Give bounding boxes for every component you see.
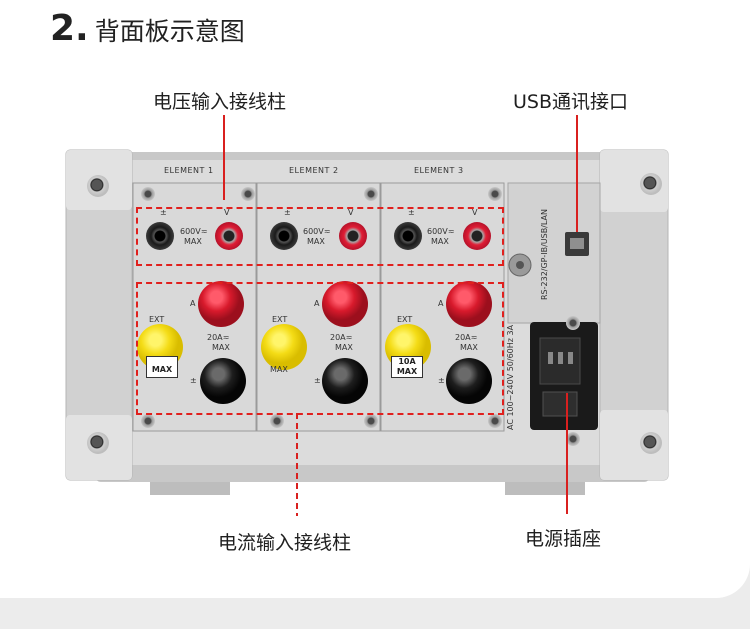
handle-screw-top-left <box>87 175 109 197</box>
usb-port-label: USB通讯接口 <box>513 91 629 113</box>
usb-callout-line <box>576 115 578 232</box>
section-number: 2. <box>50 8 89 49</box>
section-title: 2. 背面板示意图 <box>50 8 245 49</box>
e3-current-common-terminal <box>446 358 492 404</box>
e2-current-rating: 20A≂ <box>330 333 353 342</box>
voltage-terminals-label: 电压输入接线柱 <box>153 91 287 113</box>
e2-current-common-terminal <box>322 358 368 404</box>
e1-range-box: MAX <box>146 356 178 378</box>
e3-voltage-rating: 600V≂ <box>427 227 455 236</box>
e2-current-terminal <box>322 281 368 327</box>
right-handle-top <box>600 150 668 212</box>
right-handle-bottom <box>600 410 668 480</box>
e2-max-mark: MAX <box>270 365 288 374</box>
e2-ext-terminal <box>261 324 307 370</box>
module-bolt <box>241 187 255 201</box>
e2-voltage-max: MAX <box>307 237 325 246</box>
e1-common-mark: ± <box>160 208 167 217</box>
module-bolt <box>488 187 502 201</box>
power-callout-line <box>566 393 568 514</box>
e3-current-terminal <box>446 281 492 327</box>
current-terminals-label: 电流输入接线柱 <box>218 532 352 554</box>
e3-ext-mark: EXT <box>397 315 413 324</box>
usb-port-inner <box>570 238 584 249</box>
handle-screw-top-right <box>640 173 662 195</box>
handle-screw-bottom-right <box>640 432 662 454</box>
e1-ext-mark: EXT <box>149 315 165 324</box>
module-bolt <box>364 414 378 428</box>
e1-common-mark-2: ± <box>190 376 197 385</box>
e3-current-rating: 20A≂ <box>455 333 478 342</box>
voltage-terminals-highlight <box>136 207 504 266</box>
power-pin-1 <box>548 352 553 364</box>
e1-voltage-rating: 600V≂ <box>180 227 208 236</box>
voltage-callout-line <box>223 115 225 200</box>
ground-post-center <box>516 261 524 269</box>
power-rating-label: AC 100~240V 50/60Hz 3A <box>506 324 515 430</box>
socket-bolt <box>566 432 580 446</box>
e3-voltage-terminal <box>463 222 491 250</box>
section-heading: 背面板示意图 <box>94 17 245 46</box>
e3-common-mark: ± <box>408 208 415 217</box>
e2-a-mark: A <box>314 299 320 308</box>
e1-current-rating: 20A≂ <box>207 333 230 342</box>
current-terminals-highlight <box>136 282 504 415</box>
e1-range-box-max: MAX <box>151 365 173 374</box>
e2-voltage-terminal <box>339 222 367 250</box>
power-socket-label: 电源插座 <box>525 528 602 550</box>
power-pin-2 <box>558 352 563 364</box>
e2-voltage-rating: 600V≂ <box>303 227 331 236</box>
e3-voltage-max: MAX <box>431 237 449 246</box>
e1-voltage-max: MAX <box>184 237 202 246</box>
e3-common-mark-2: ± <box>438 376 445 385</box>
e3-range-box: 10A MAX <box>391 356 423 378</box>
module-bolt <box>364 187 378 201</box>
e2-ext-mark: EXT <box>272 315 288 324</box>
module-bolt <box>488 414 502 428</box>
e1-current-max: MAX <box>212 343 230 352</box>
socket-bolt <box>566 316 580 330</box>
element-3-label: ELEMENT 3 <box>414 166 464 175</box>
module-bolt <box>141 187 155 201</box>
current-callout-line <box>296 413 298 516</box>
module-bolt <box>141 414 155 428</box>
e3-v-mark: V <box>472 208 478 217</box>
e3-voltage-common-terminal <box>394 222 422 250</box>
e2-common-mark-2: ± <box>314 376 321 385</box>
element-2-label: ELEMENT 2 <box>289 166 339 175</box>
power-pin-3 <box>568 352 573 364</box>
e2-voltage-common-terminal <box>270 222 298 250</box>
device-illustration: ELEMENT 1 ELEMENT 2 ELEMENT 3 ± V 600V≂ … <box>65 115 669 516</box>
interface-label: RS-232/GP-IB/USB/LAN <box>540 209 549 300</box>
e3-range-box-value: 10A <box>398 357 416 366</box>
e2-current-max: MAX <box>335 343 353 352</box>
e1-current-terminal <box>198 281 244 327</box>
element-1-label: ELEMENT 1 <box>164 166 214 175</box>
e1-voltage-terminal <box>215 222 243 250</box>
e2-common-mark: ± <box>284 208 291 217</box>
module-bolt <box>270 414 284 428</box>
handle-screw-bottom-left <box>87 432 109 454</box>
fuse-holder <box>542 391 578 417</box>
e1-v-mark: V <box>224 208 230 217</box>
e3-a-mark: A <box>438 299 444 308</box>
e3-range-box-max: MAX <box>396 367 418 376</box>
e3-current-max: MAX <box>460 343 478 352</box>
e1-voltage-common-terminal <box>146 222 174 250</box>
e2-v-mark: V <box>348 208 354 217</box>
e1-current-common-terminal <box>200 358 246 404</box>
e1-a-mark: A <box>190 299 196 308</box>
